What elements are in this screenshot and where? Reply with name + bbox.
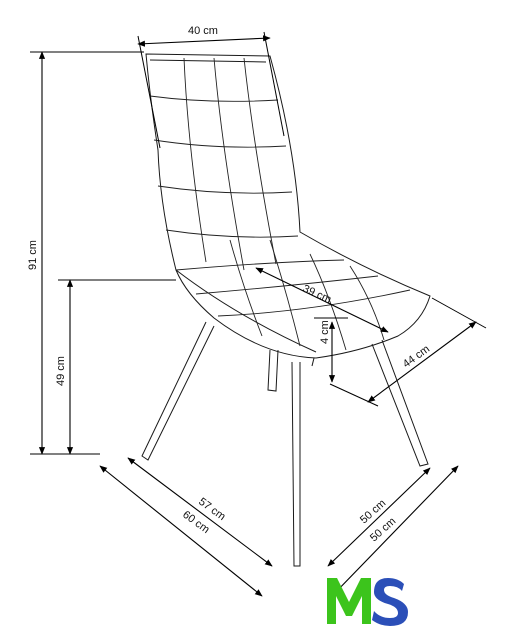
label-91cm: 91 cm [27, 240, 39, 270]
label-4cm: 4 cm [319, 320, 331, 344]
dim-seat-height: 49 cm [55, 279, 176, 455]
label-49cm: 49 cm [55, 356, 67, 386]
dim-seat-width: 44 cm [329, 297, 487, 407]
logo-letter-s [372, 578, 408, 626]
chair-quilting [149, 57, 411, 351]
dim-seat-thickness: 4 cm [314, 317, 348, 383]
logo-letter-m [327, 578, 371, 624]
dim-total-height: 91 cm [27, 51, 144, 455]
label-40cm: 40 cm [188, 25, 218, 37]
chair-body-outline [145, 53, 431, 367]
dimension-lines: 40 cm 91 cm 49 cm 39 cm 4 cm [27, 25, 487, 597]
dim-base-width: 50 cm 50 cm [327, 465, 459, 597]
ms-logo [327, 578, 408, 626]
chair-drawing [141, 53, 431, 567]
dim-seat-back-width: 40 cm [137, 25, 285, 149]
dim-base-depth: 57 cm 60 cm [99, 457, 273, 597]
label-39cm: 39 cm [301, 283, 333, 306]
